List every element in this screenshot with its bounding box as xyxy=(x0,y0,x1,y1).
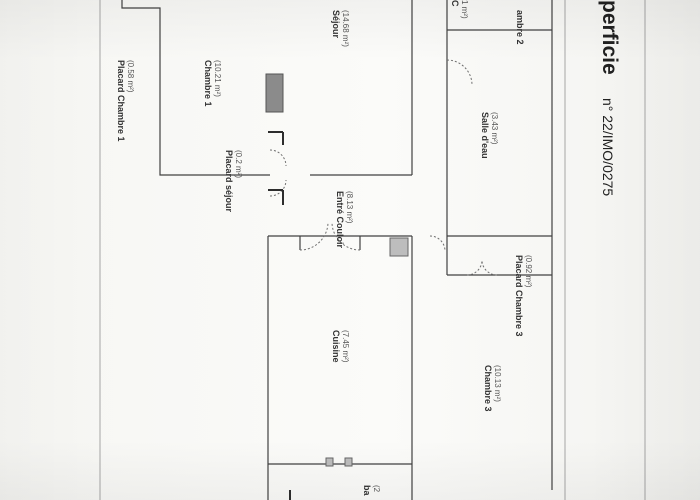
cuisine-area: (7.45 m²) xyxy=(341,330,350,363)
chambre3-label: Chambre 3 xyxy=(483,365,493,412)
salle-eau-area: (3.43 m²) xyxy=(490,112,499,145)
placard-chambre3-label-group: Placard Chambre 3 (0.92 m²) xyxy=(514,255,533,337)
door-arc-placard3-right xyxy=(481,259,498,276)
bottom-fixture-1 xyxy=(325,457,334,467)
wc-label-group: C 1 m²) xyxy=(450,0,469,19)
door-arc-couloir xyxy=(331,221,361,251)
salle-eau-label: Salle d'eau xyxy=(480,112,490,159)
placard-chambre3-label: Placard Chambre 3 xyxy=(514,255,524,337)
chambre2-label: ambre 2 xyxy=(515,10,525,45)
placard-chambre3-area: (0.92 m²) xyxy=(524,255,533,288)
sejour-area: (14.68 m²) xyxy=(341,10,350,47)
wc-label: C xyxy=(450,0,460,7)
placard-chambre1-label-group: Placard Chambre 1 (0.58 m²) xyxy=(116,60,135,142)
cuisine-label-group: Cuisine (7.45 m²) xyxy=(331,330,350,363)
chambre3-label-group: Chambre 3 (10.13 m²) xyxy=(483,365,502,412)
bottom-fixture-2 xyxy=(344,457,353,467)
chambre1-area: (10.21 m²) xyxy=(213,60,222,97)
door-arc-entree xyxy=(299,221,329,251)
door-arc-placard3-left xyxy=(466,259,483,276)
door-arc-salle-eau xyxy=(446,59,473,86)
closet-block xyxy=(265,73,284,113)
chambre2-label-group: ambre 2 xyxy=(515,10,525,45)
bottom-partial-label-group: ba (2 xyxy=(362,485,381,496)
salle-eau-label-group: Salle d'eau (3.43 m²) xyxy=(480,112,499,159)
kitchen-block xyxy=(389,237,409,257)
entree-couloir-label-group: Entré Couloir (8.13 m²) xyxy=(335,191,354,248)
chambre1-label: Chambre 1 xyxy=(203,60,213,107)
document-title-fragment: perficie xyxy=(598,0,621,75)
placard-sejour-label-group: Placard séjour (0.2 m²) xyxy=(224,150,243,213)
wc-area: 1 m²) xyxy=(460,0,469,19)
bottom-partial-label: ba xyxy=(362,485,372,496)
document-reference: n° 22/IMO/0275 xyxy=(600,98,616,196)
bottom-partial-area: (2 xyxy=(372,485,381,493)
chambre1-label-group: Chambre 1 (10.21 m²) xyxy=(203,60,222,107)
cuisine-label: Cuisine xyxy=(331,330,341,363)
door-arc-placard-sejour-2 xyxy=(269,179,287,197)
placard-sejour-area: (0.2 m²) xyxy=(234,150,243,178)
door-arc-chambre3 xyxy=(429,235,446,252)
entree-couloir-label: Entré Couloir xyxy=(335,191,345,248)
document-title-group: perficie n° 22/IMO/0275 xyxy=(598,0,621,196)
placard-chambre1-area: (0.58 m²) xyxy=(126,60,135,93)
sejour-label-group: Séjour (14.68 m²) xyxy=(331,10,350,47)
entree-couloir-area: (8.13 m²) xyxy=(345,191,354,224)
door-arc-placard-sejour xyxy=(269,149,287,167)
chambre1-wall xyxy=(121,0,270,176)
sejour-label: Séjour xyxy=(331,10,341,39)
placard-chambre1-label: Placard Chambre 1 xyxy=(116,60,126,142)
placard-sejour-label: Placard séjour xyxy=(224,150,234,213)
chambre3-area: (10.13 m²) xyxy=(493,365,502,402)
